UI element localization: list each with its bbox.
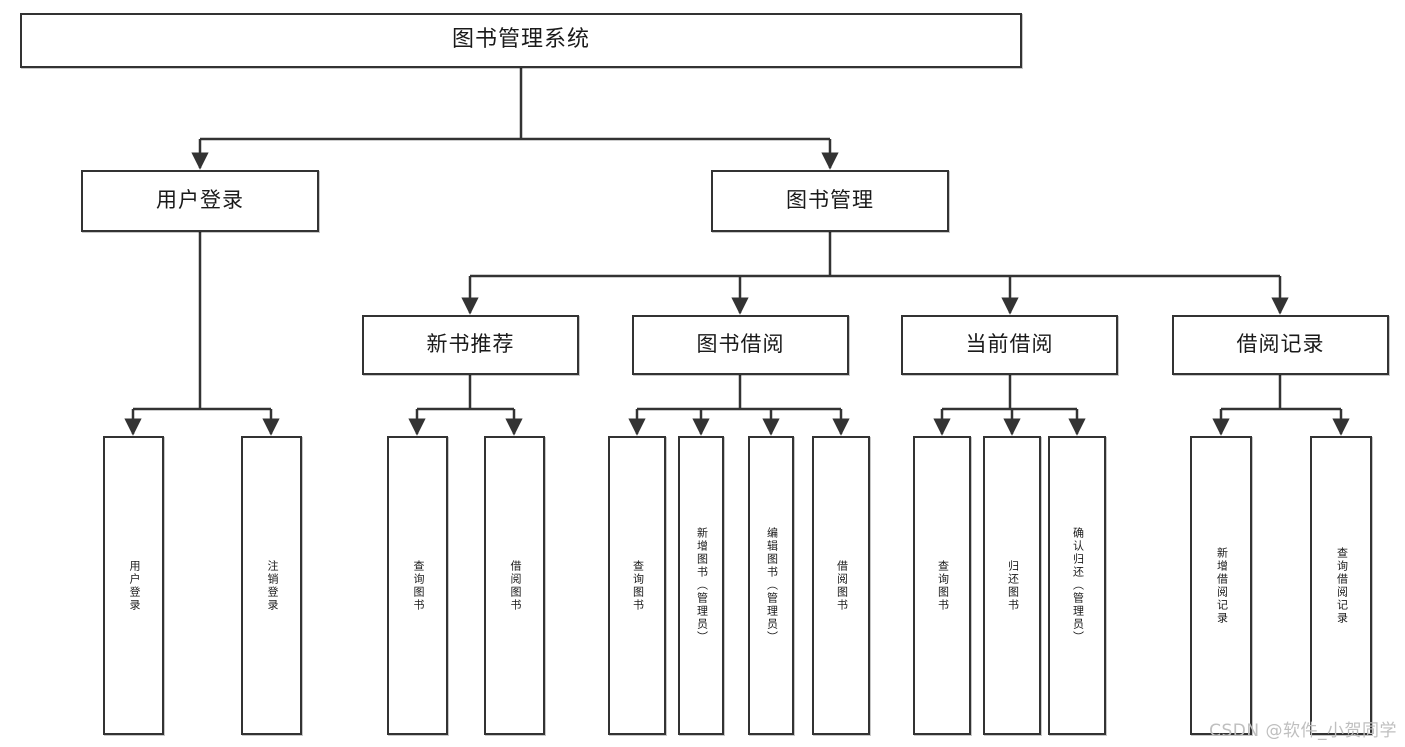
- node-leaf-borrow-book-2-label: 借阅图书: [835, 559, 849, 612]
- node-new-book-recommend-label: 新书推荐: [426, 332, 515, 357]
- node-leaf-add-record-label: 新增借阅记录: [1215, 546, 1229, 625]
- node-leaf-borrow-book-1[interactable]: 借阅图书: [484, 436, 545, 735]
- node-leaf-borrow-book-2[interactable]: 借阅图书: [812, 436, 870, 735]
- node-book-borrow[interactable]: 图书借阅: [632, 315, 849, 375]
- node-leaf-return-book[interactable]: 归还图书: [983, 436, 1041, 735]
- node-leaf-query-book-2[interactable]: 查询图书: [608, 436, 666, 735]
- node-leaf-query-book-3-label: 查询图书: [936, 559, 950, 612]
- node-leaf-confirm-return-label: 确认归还（管理员）: [1071, 527, 1085, 644]
- node-leaf-add-book-label: 新增图书（管理员）: [695, 527, 709, 644]
- node-book-manage-label: 图书管理: [786, 188, 874, 213]
- node-borrow-record[interactable]: 借阅记录: [1172, 315, 1389, 375]
- node-leaf-query-record-label: 查询借阅记录: [1335, 546, 1349, 625]
- node-leaf-user-login[interactable]: 用户登录: [103, 436, 164, 735]
- node-leaf-add-book[interactable]: 新增图书（管理员）: [678, 436, 724, 735]
- node-leaf-user-login-label: 用户登录: [127, 559, 141, 612]
- node-leaf-query-book-3[interactable]: 查询图书: [913, 436, 971, 735]
- node-leaf-edit-book[interactable]: 编辑图书（管理员）: [748, 436, 794, 735]
- node-user-login[interactable]: 用户登录: [81, 170, 319, 232]
- node-new-book-recommend[interactable]: 新书推荐: [362, 315, 579, 375]
- node-leaf-query-book-1[interactable]: 查询图书: [387, 436, 448, 735]
- node-leaf-query-book-1-label: 查询图书: [411, 559, 425, 612]
- node-leaf-confirm-return[interactable]: 确认归还（管理员）: [1048, 436, 1106, 735]
- node-leaf-return-book-label: 归还图书: [1006, 559, 1020, 612]
- node-leaf-query-book-2-label: 查询图书: [631, 559, 645, 612]
- node-root-label: 图书管理系统: [451, 27, 590, 53]
- node-borrow-record-label: 借阅记录: [1236, 332, 1325, 357]
- csdn-watermark: CSDN @软件_小贺同学: [1209, 721, 1397, 741]
- node-leaf-logout[interactable]: 注销登录: [241, 436, 302, 735]
- node-leaf-logout-label: 注销登录: [265, 559, 279, 612]
- node-leaf-add-record[interactable]: 新增借阅记录: [1190, 436, 1252, 735]
- node-leaf-borrow-book-1-label: 借阅图书: [508, 559, 522, 612]
- node-book-manage[interactable]: 图书管理: [711, 170, 949, 232]
- node-current-borrow-label: 当前借阅: [965, 332, 1054, 357]
- node-leaf-edit-book-label: 编辑图书（管理员）: [765, 527, 779, 644]
- node-book-borrow-label: 图书借阅: [696, 332, 785, 357]
- node-leaf-query-record[interactable]: 查询借阅记录: [1310, 436, 1372, 735]
- node-current-borrow[interactable]: 当前借阅: [901, 315, 1118, 375]
- node-root-system[interactable]: 图书管理系统: [20, 13, 1022, 68]
- node-user-login-label: 用户登录: [156, 188, 244, 213]
